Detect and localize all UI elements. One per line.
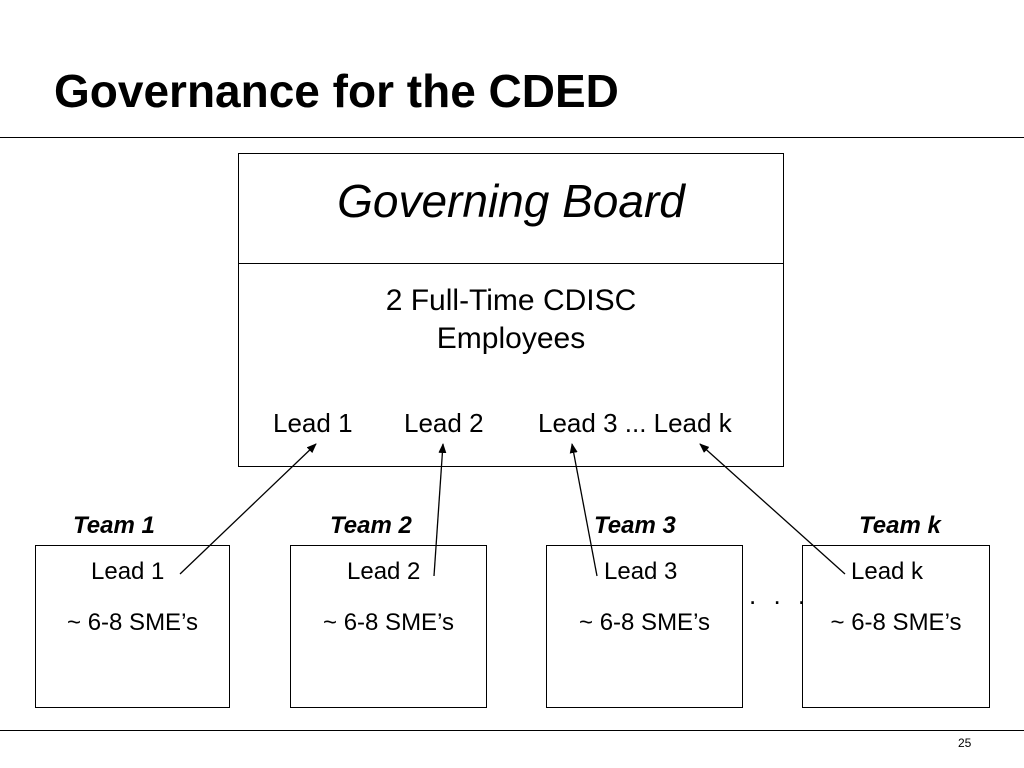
board-lead-3-to-k: Lead 3 ... Lead k xyxy=(538,408,732,438)
more-teams-ellipsis: . . . xyxy=(749,580,811,610)
board-employees-line1: 2 Full-Time CDISC xyxy=(385,284,637,317)
team-2-lead: Lead 2 xyxy=(347,558,421,585)
team-1-label: Team 1 xyxy=(73,512,155,539)
board-employees-line2: Employees xyxy=(436,322,586,355)
team-k-box: Lead k ~ 6-8 SME’s xyxy=(802,545,990,708)
team-2-box: Lead 2 ~ 6-8 SME’s xyxy=(290,545,487,708)
team-k-label: Team k xyxy=(859,512,941,539)
team-1-members: ~ 6-8 SME’s xyxy=(67,609,198,636)
board-lead-1: Lead 1 xyxy=(273,408,353,438)
team-3-members: ~ 6-8 SME’s xyxy=(579,609,710,636)
page-number: 25 xyxy=(958,736,972,750)
team-1-lead: Lead 1 xyxy=(91,558,165,585)
board-lead-2: Lead 2 xyxy=(404,408,484,438)
team-3-label: Team 3 xyxy=(594,512,676,539)
slide-title: Governance for the CDED xyxy=(54,65,619,117)
footer-divider xyxy=(0,730,1024,731)
governing-board-box: Governing Board 2 Full-Time CDISC Employ… xyxy=(238,153,784,467)
team-3-lead: Lead 3 xyxy=(604,558,678,585)
team-k-members: ~ 6-8 SME’s xyxy=(830,609,962,636)
board-employees-text: 2 Full-Time CDISC Employees xyxy=(239,282,783,358)
governing-board-title: Governing Board xyxy=(337,175,685,227)
team-2-members: ~ 6-8 SME’s xyxy=(323,609,454,636)
title-divider xyxy=(0,137,1024,138)
team-1-box: Lead 1 ~ 6-8 SME’s xyxy=(35,545,230,708)
board-divider xyxy=(239,263,783,264)
team-2-label: Team 2 xyxy=(330,512,412,539)
team-3-box: Lead 3 ~ 6-8 SME’s xyxy=(546,545,743,708)
team-k-lead: Lead k xyxy=(851,558,924,585)
